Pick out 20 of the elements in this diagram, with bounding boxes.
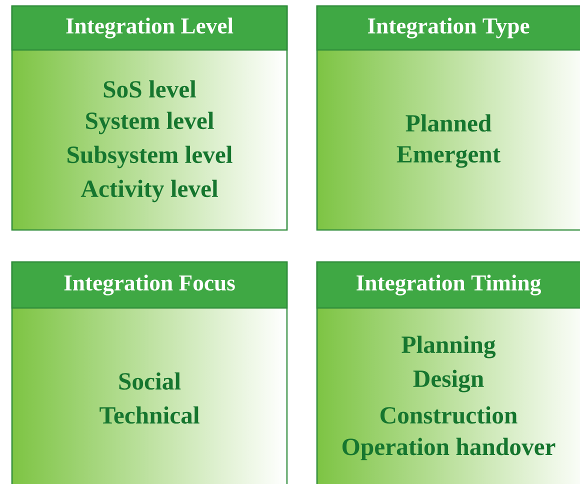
card-header: Integration Focus: [11, 261, 288, 309]
list-item: Social: [119, 372, 181, 390]
list-item: SoS level: [104, 80, 196, 98]
card: [316, 5, 580, 231]
list-item: Activity level: [80, 180, 218, 202]
card: [11, 261, 288, 484]
list-item: Operation handover: [342, 438, 556, 460]
list-item: Planned: [406, 114, 492, 132]
list-item: Construction: [380, 406, 518, 424]
list-item: Emergent: [396, 146, 500, 168]
list-item: System level: [86, 112, 214, 134]
card: [11, 5, 288, 231]
list-item: Design: [413, 370, 484, 392]
list-item: Technical: [100, 406, 200, 424]
card-header: Integration Level: [11, 5, 288, 51]
card: [316, 261, 580, 484]
card-header: Integration Type: [316, 5, 580, 51]
list-item: Planning: [402, 336, 496, 358]
list-item: Subsystem level: [68, 146, 232, 168]
card-header: Integration Timing: [316, 261, 580, 309]
